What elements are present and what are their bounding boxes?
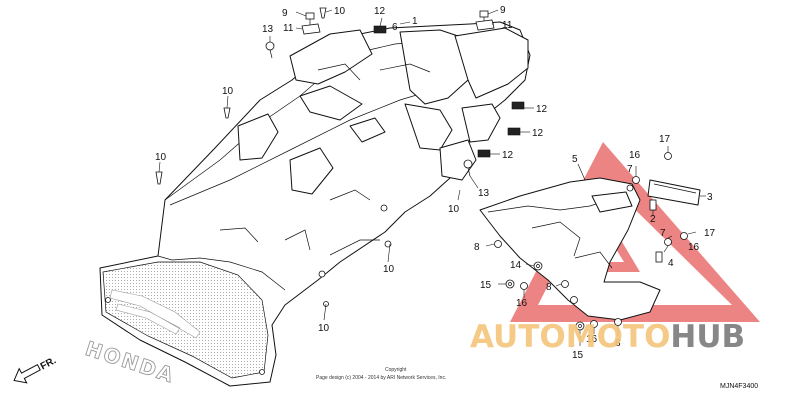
grommet-icon	[477, 149, 491, 158]
copyright-text: Page design (c) 2004 - 2014 by ARI Netwo…	[316, 375, 446, 381]
callout-5: 5	[572, 154, 578, 165]
callout-17: 17	[659, 134, 671, 145]
watermark-auto: AUTOMOTOHUB	[470, 319, 745, 355]
callout-15: 15	[480, 280, 492, 291]
callout-7: 7	[627, 164, 633, 175]
copyright-block: Copyright Page design (c) 2004 - 2014 by…	[316, 367, 446, 381]
front-label: FR.	[39, 355, 59, 372]
bolt-icon	[463, 159, 473, 177]
bushing-icon	[649, 199, 657, 211]
callout-10: 10	[383, 264, 395, 275]
callout-2: 2	[650, 214, 656, 225]
bolt-icon	[265, 41, 275, 59]
bolt-icon	[305, 12, 315, 26]
rear-fender-part[interactable]	[99, 21, 531, 387]
copyright-title: Copyright	[385, 367, 407, 373]
diagram-code: MJN4F3400	[720, 383, 758, 390]
callout-8: 8	[546, 282, 552, 293]
callout-8: 8	[474, 242, 480, 253]
callout-11: 11	[502, 20, 513, 31]
callout-13: 13	[262, 24, 274, 35]
arrow-left-icon	[13, 363, 41, 384]
bolt-icon	[680, 232, 688, 240]
callout-6: 6	[392, 22, 398, 33]
callout-12: 12	[374, 6, 386, 17]
washer-icon	[590, 320, 598, 328]
clip-nut-icon	[301, 23, 321, 35]
callout-12: 12	[502, 150, 514, 161]
screw-icon	[570, 296, 578, 304]
callout-8: 8	[615, 338, 621, 349]
watermark-wordmark: AUTOMOTOHUB	[470, 319, 745, 355]
nut-icon	[505, 279, 515, 289]
callout-4: 4	[668, 258, 674, 269]
callout-12: 12	[536, 104, 548, 115]
callout-16: 16	[629, 150, 641, 161]
pin-icon	[319, 7, 327, 19]
callout-16: 16	[688, 242, 700, 253]
callout-14: 14	[510, 260, 522, 271]
callout-10: 10	[222, 86, 234, 97]
callout-13: 13	[478, 188, 490, 199]
washer-icon	[664, 238, 672, 246]
pin-icon	[155, 171, 163, 185]
callout-12: 12	[532, 128, 544, 139]
callout-9: 9	[282, 8, 288, 19]
watermark-part-moto: MOTO	[566, 319, 671, 355]
nut-icon	[533, 261, 543, 271]
grommet-icon	[373, 25, 387, 34]
callout-10: 10	[155, 152, 167, 163]
clip-nut-icon	[475, 19, 495, 31]
callout-1: 1	[412, 16, 418, 27]
callout-11: 11	[283, 23, 294, 34]
screw-icon	[494, 240, 502, 248]
callout-10: 10	[318, 323, 330, 334]
callout-9: 9	[500, 5, 506, 16]
callout-3: 3	[707, 192, 713, 203]
washer-icon	[520, 282, 528, 290]
bushing-icon	[626, 184, 634, 192]
pin-icon	[223, 107, 231, 119]
bushing-icon	[655, 251, 663, 263]
reflector-part[interactable]	[647, 179, 701, 206]
license-bracket-part[interactable]	[479, 177, 661, 321]
callout-10: 10	[334, 6, 346, 17]
grommet-icon	[511, 101, 525, 110]
honda-wing-icon	[109, 289, 201, 339]
front-arrow: FR.	[13, 355, 59, 384]
leader-lines	[158, 9, 706, 346]
callout-16: 16	[586, 334, 598, 345]
callout-labels: 9 10 12 6 1 9 11 11 13 10 10 12 12 12 13…	[155, 5, 716, 361]
callout-16: 16	[516, 298, 528, 309]
nut-icon	[575, 321, 585, 331]
callout-17: 17	[704, 228, 716, 239]
callout-7: 7	[660, 228, 666, 239]
screw-icon	[561, 280, 569, 288]
watermark-part-hub: HUB	[670, 319, 745, 355]
washer-icon	[632, 176, 640, 184]
hardware-fasteners	[155, 7, 688, 331]
grommet-icon	[507, 127, 521, 136]
callout-10: 10	[448, 204, 460, 215]
screw-icon	[614, 318, 622, 326]
callout-15: 15	[572, 350, 584, 361]
bolt-icon	[664, 152, 672, 160]
watermark-part-auto: AUTO	[470, 319, 566, 355]
